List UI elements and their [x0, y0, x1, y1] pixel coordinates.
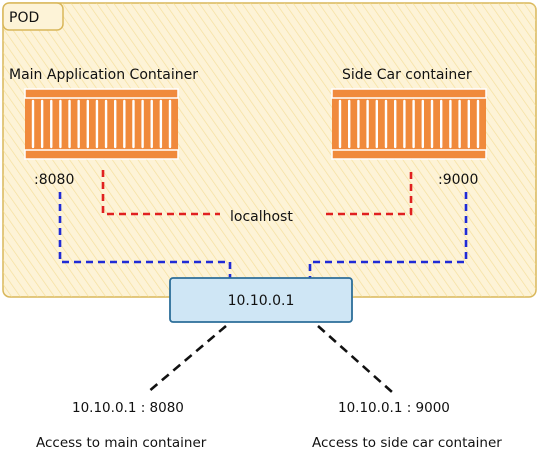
- sidecar-container-top-rail: [331, 88, 487, 99]
- main-access-address: 10.10.0.1 : 8080: [72, 400, 184, 416]
- network-box: [169, 277, 353, 323]
- sidecar-port-label: :9000: [438, 172, 478, 188]
- main-port-label: :8080: [34, 172, 74, 188]
- sidecar-container-bottom-rail: [331, 149, 487, 160]
- main-container-top-rail: [24, 88, 179, 99]
- main-container-body: [25, 89, 178, 159]
- localhost-link: [101, 168, 413, 216]
- pod-label-box: [2, 2, 64, 31]
- sidecar-access-caption: Access to side car container: [312, 435, 502, 451]
- pod-hatch: [3, 3, 536, 297]
- main-container-bottom-rail: [24, 149, 179, 160]
- sidecar-container-icon: [331, 88, 487, 160]
- sidecar-access-link: [317, 325, 393, 393]
- sidecar-network-link: [308, 192, 468, 278]
- pod: POD: [2, 2, 537, 298]
- main-access-link: [147, 325, 227, 393]
- sidecar-container-label: Side Car container: [342, 67, 472, 83]
- localhost-label: localhost: [230, 209, 293, 225]
- sidecar-access-address: 10.10.0.1 : 9000: [338, 400, 450, 416]
- main-container-label: Main Application Container: [9, 67, 198, 83]
- network-ip-label: 10.10.0.1: [228, 293, 295, 309]
- network-ip-box: 10.10.0.1: [169, 277, 353, 323]
- pod-label: POD: [9, 10, 39, 26]
- sidecar-container-body: [332, 89, 486, 159]
- main-container-icon: [24, 88, 179, 160]
- main-access-caption: Access to main container: [36, 435, 207, 451]
